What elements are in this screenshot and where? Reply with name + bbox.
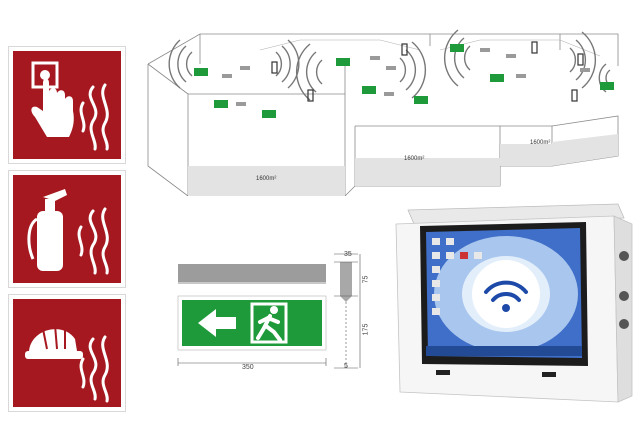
fire-extinguisher-sign bbox=[8, 170, 126, 288]
exit-sign-width-label: 350 bbox=[242, 364, 254, 371]
exit-sign-height-label-3: 175 bbox=[362, 323, 370, 336]
exit-sign-height-label-top: 35 bbox=[344, 251, 352, 258]
area-label-2: 1600m² bbox=[404, 156, 425, 162]
fire-alarm-button-icon bbox=[31, 61, 109, 151]
fire-alarm-sign bbox=[8, 46, 126, 164]
exit-sign-drawing bbox=[177, 253, 361, 369]
area-label-1: 1600m² bbox=[256, 176, 277, 182]
exit-sign-height-label-4: 5 bbox=[344, 363, 348, 370]
control-panel-device bbox=[395, 203, 633, 403]
fire-helmet-icon bbox=[25, 324, 109, 403]
fire-extinguisher-icon bbox=[27, 189, 109, 275]
building-plan-drawing bbox=[147, 29, 619, 196]
area-label-3: 1600m² bbox=[530, 140, 551, 146]
exit-sign-height-label-2: 75 bbox=[362, 275, 370, 284]
firefighting-equipment-sign bbox=[8, 294, 126, 412]
